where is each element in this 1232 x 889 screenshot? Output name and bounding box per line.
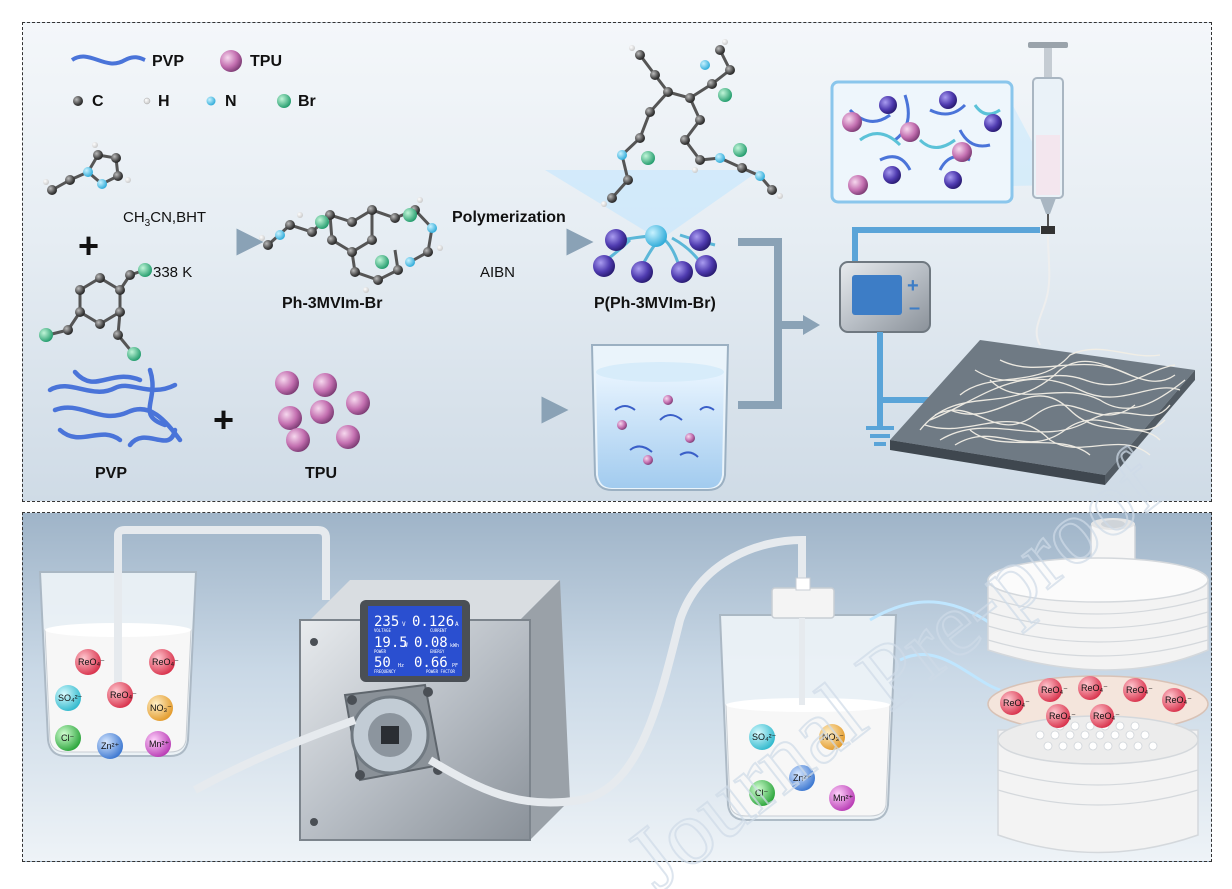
ion-mn-label-2: Mn²⁺ xyxy=(833,793,853,803)
lcd-frequency-unit: Hz xyxy=(398,663,404,669)
lcd-power-unit: W xyxy=(404,642,408,649)
ion-reo4-label-1: ReO₄⁻ xyxy=(78,657,105,667)
nitrogen-legend-icon xyxy=(206,96,216,106)
reagent-label: CH3CN,BHT xyxy=(123,209,206,229)
legend-pvp-label: PVP xyxy=(152,53,184,70)
solution-beaker xyxy=(590,344,730,491)
inlet-tube xyxy=(114,526,330,705)
spinning-solution-zoom xyxy=(830,80,1055,204)
ion-reo4-label-7: ReO₄⁻ xyxy=(1126,685,1153,695)
pump-inlet-tube xyxy=(193,716,357,794)
filter-cap-icon xyxy=(771,587,835,619)
polymerization-label: Polymerization xyxy=(452,209,566,226)
lcd-power-caption: POWER xyxy=(374,649,387,654)
ion-reo4-label-4: ReO₄⁻ xyxy=(1003,698,1030,708)
plus-terminal-icon: + xyxy=(907,275,919,297)
ion-cl-label-2: Cl⁻ xyxy=(755,788,768,798)
ion-reo4-label-10: ReO₄⁻ xyxy=(1165,695,1192,705)
tpu-particles xyxy=(275,371,370,452)
lcd-voltage: 235 xyxy=(374,614,399,630)
ion-so4-label-2: SO₄²⁻ xyxy=(752,732,777,742)
legend-n-label: N xyxy=(225,93,237,110)
ion-reo4-label-8: ReO₄⁻ xyxy=(1049,711,1076,721)
lcd-current-unit: A xyxy=(455,621,459,628)
ion-zn-label-1: Zn²⁺ xyxy=(101,741,120,751)
lcd-current-caption: CURRENT xyxy=(430,628,447,633)
initiator-label: AIBN xyxy=(480,264,515,281)
peristaltic-pump: 235 V 0.126 A VOLTAGE CURRENT 19.5 W 0.0… xyxy=(299,580,570,841)
lcd-voltage-unit: V xyxy=(402,621,406,628)
ion-reo4-label-2: ReO₄⁻ xyxy=(152,657,179,667)
pvp-legend-icon xyxy=(70,54,146,66)
ion-so4-label-1: SO₄²⁻ xyxy=(58,693,83,703)
legend-h-label: H xyxy=(158,93,170,110)
zoom-spotlight xyxy=(545,170,760,240)
lcd-frequency-caption: FREQUENCY xyxy=(374,669,396,674)
polymer-label: P(Ph-3MVIm-Br) xyxy=(594,295,716,312)
hydrogen-legend-icon xyxy=(143,97,151,105)
legend: PVP TPU C H N Br xyxy=(70,50,316,110)
jet-stream xyxy=(1035,235,1051,346)
monomer-label: Ph-3MVIm-Br xyxy=(282,295,382,312)
effluent-ions: SO₄²⁻ NO₃⁻ Zn²⁺ Cl⁻ Mn²⁺ xyxy=(749,724,855,811)
lcd-voltage-caption: VOLTAGE xyxy=(374,628,391,633)
legend-tpu-label: TPU xyxy=(250,53,282,70)
ion-reo4-label-5: ReO₄⁻ xyxy=(1041,685,1068,695)
pump-rotor-icon xyxy=(381,726,399,744)
imidazole-molecule xyxy=(43,142,131,195)
lcd-power-factor-unit: PF xyxy=(452,663,458,669)
minus-terminal-icon: – xyxy=(909,297,920,319)
ion-reo4-label-9: ReO₄⁻ xyxy=(1093,711,1120,721)
tpu-label: TPU xyxy=(305,465,337,482)
lcd-energy-caption: ENERGY xyxy=(430,649,445,654)
monomer-molecule xyxy=(259,197,443,293)
legend-c-label: C xyxy=(92,93,104,110)
tribromide-molecule xyxy=(39,263,152,361)
lcd-power-factor: 0.66 xyxy=(414,655,448,671)
zoom-line xyxy=(869,600,1001,632)
lcd-frequency: 50 xyxy=(374,655,391,671)
plus-sign-1: + xyxy=(78,225,99,266)
fiber-collector xyxy=(890,340,1195,485)
lcd-power-factor-caption: POWER FACTOR xyxy=(426,669,455,674)
lcd-current: 0.126 xyxy=(412,614,454,630)
ion-mn-label-1: Mn²⁺ xyxy=(149,739,169,749)
ion-zn-label-2: Zn²⁺ xyxy=(793,773,812,783)
lcd-power: 19.5 xyxy=(374,635,408,651)
plus-sign-2: + xyxy=(213,399,234,440)
lcd-energy-unit: kWh xyxy=(450,643,459,649)
feed-ions: ReO₄⁻ ReO₄⁻ SO₄²⁻ ReO₄⁻ NO₃⁻ Cl⁻ Zn²⁺ Mn… xyxy=(55,649,179,759)
ion-cl-label-1: Cl⁻ xyxy=(61,733,74,743)
carbon-legend-icon xyxy=(73,96,83,106)
ion-reo4-label-6: ReO₄⁻ xyxy=(1081,683,1108,693)
merge-arrow-head xyxy=(803,315,820,335)
tpu-legend-icon xyxy=(220,50,242,72)
ion-no3-label-2: NO₃⁻ xyxy=(822,732,844,742)
polymer-molecule-detail xyxy=(601,39,783,207)
pump-outlet-tube xyxy=(427,535,806,807)
ground-icon xyxy=(866,426,894,446)
lcd-energy: 0.08 xyxy=(414,635,448,651)
temperature-label: 338 K xyxy=(153,264,192,281)
high-voltage-supply: + – xyxy=(839,227,1040,446)
pvp-strands xyxy=(47,367,183,448)
ion-reo4-label-3: ReO₄⁻ xyxy=(110,690,137,700)
polymer-beads xyxy=(593,225,717,283)
zoom-line-2 xyxy=(899,653,1001,692)
membrane-ions: ReO₄⁻ ReO₄⁻ ReO₄⁻ ReO₄⁻ ReO₄⁻ ReO₄⁻ ReO₄… xyxy=(1000,676,1192,728)
bromine-legend-icon xyxy=(277,94,291,108)
syringe xyxy=(1028,42,1068,234)
merge-bracket xyxy=(738,238,805,409)
legend-br-label: Br xyxy=(298,93,316,110)
lcd-screen xyxy=(368,606,462,676)
pvp-label: PVP xyxy=(95,465,127,482)
ion-no3-label-1: NO₃⁻ xyxy=(150,703,172,713)
